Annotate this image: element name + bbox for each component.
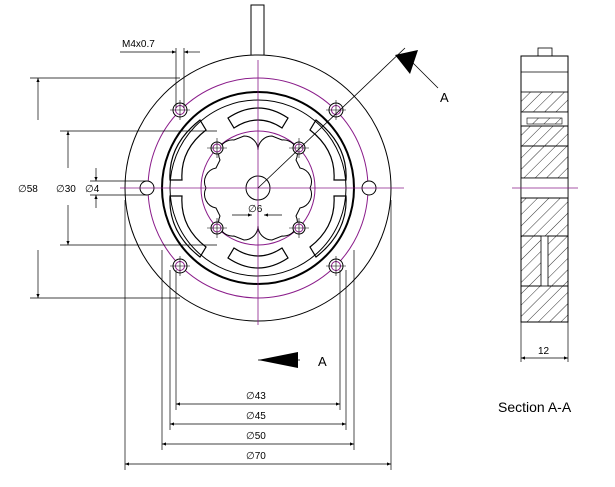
slot-bottom [227, 247, 289, 269]
section-view: 12 Section A-A [498, 47, 578, 415]
section-line-diagonal [257, 47, 406, 189]
dim-43: ∅43 [246, 391, 266, 402]
hole-crosshairs [170, 100, 346, 276]
center-lines [120, 60, 404, 325]
dim-50: ∅50 [246, 431, 266, 442]
front-view: A A [120, 4, 449, 369]
slot-top-left [169, 119, 207, 181]
dimension-labels: M4x0.7 ∅58 ∅30 ∅4 ∅6 ∅43 ∅45 ∅50 ∅70 [18, 39, 266, 462]
section-label-top: A [440, 90, 449, 105]
dim-30: ∅30 [56, 184, 76, 195]
slot-top-right [309, 119, 347, 181]
dimensions [30, 48, 392, 470]
thread-label: M4x0.7 [122, 39, 155, 50]
cable [250, 4, 265, 58]
slot-bottom-left [169, 195, 207, 258]
dim-70: ∅70 [246, 451, 266, 462]
section-label-bottom: A [318, 354, 327, 369]
slot-top [227, 107, 289, 129]
dim-58: ∅58 [18, 184, 38, 195]
section-arrow-top [395, 50, 418, 74]
slot-bottom-right [309, 195, 347, 258]
dim-6: ∅6 [248, 204, 263, 215]
section-arrow-bottom [258, 352, 298, 368]
dim-4: ∅4 [85, 184, 100, 195]
dim-thickness: 12 [538, 346, 550, 357]
section-title: Section A-A [498, 399, 572, 415]
dim-45: ∅45 [246, 411, 266, 422]
